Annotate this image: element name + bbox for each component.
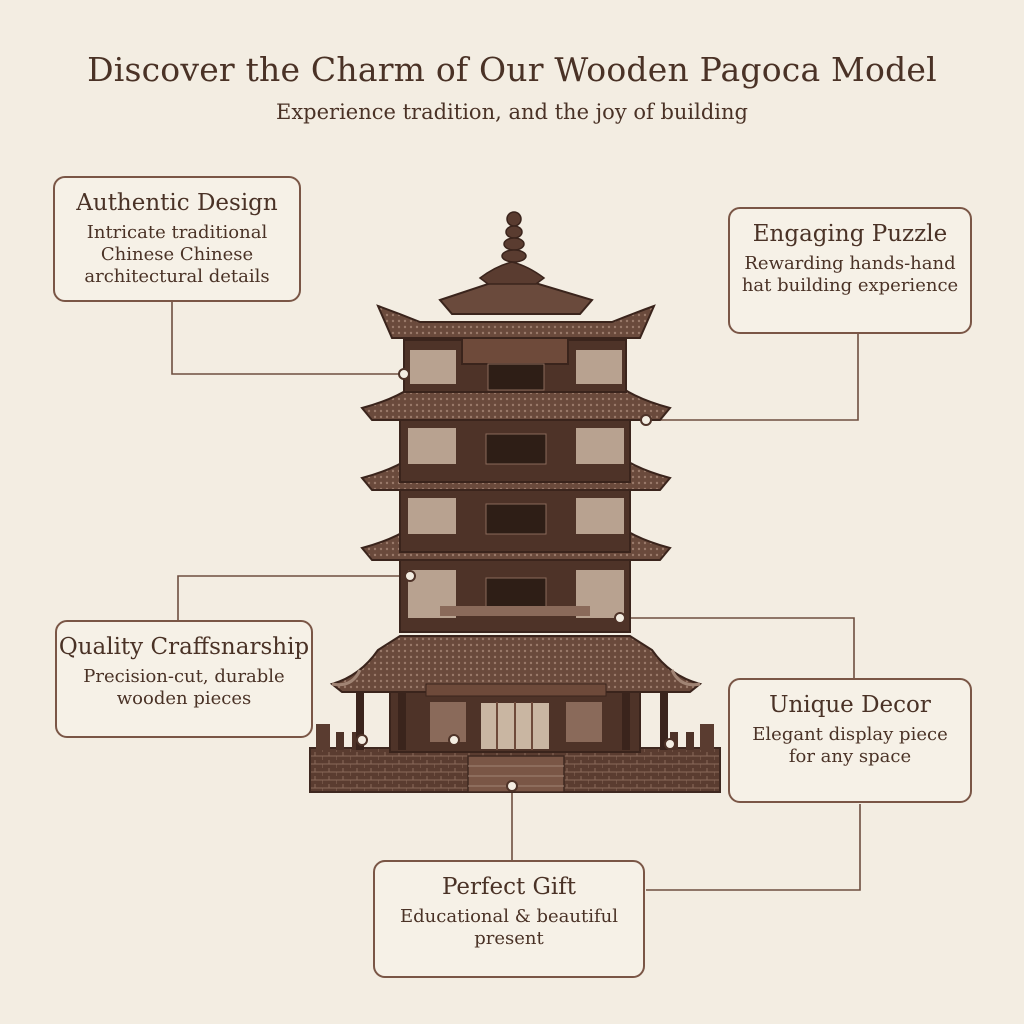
callout-dots [356, 368, 676, 792]
feature-card-engaging-puzzle: Engaging Puzzle Rewarding hands-hand hat… [728, 207, 972, 334]
feature-title: Unique Decor [769, 692, 931, 718]
page-subtitle: Experience tradition, and the joy of bui… [276, 100, 748, 124]
feature-text: Intricate traditional Chinese Chinese ar… [84, 222, 270, 287]
feature-card-unique-decor: Unique Decor Elegant display piece for a… [728, 678, 972, 803]
pagoda-tiers [360, 261, 672, 633]
pagoda-lower-roof [329, 635, 703, 697]
feature-text: Rewarding hands-hand hat building experi… [741, 253, 959, 296]
feature-text: Elegant display piece for any space [752, 724, 948, 767]
page-title: Discover the Charm of Our Wooden Pagoca … [87, 50, 937, 89]
feature-text: Precision-cut, durable wooden pieces [83, 666, 285, 709]
feature-title: Perfect Gift [441, 874, 577, 900]
feature-title: Quality Craffsnarship [58, 634, 310, 660]
feature-card-quality-craftsmanship: Quality Craffsnarship Precision-cut, dur… [55, 620, 313, 738]
pagoda-finial [501, 211, 527, 263]
feature-text: Educational & beautiful present [400, 906, 618, 949]
connector-lines [171, 302, 861, 891]
feature-title: Engaging Puzzle [752, 221, 948, 247]
feature-card-authentic-design: Authentic Design Intricate traditional C… [53, 176, 301, 302]
feature-card-perfect-gift: Perfect Gift Educational & beautiful pre… [373, 860, 645, 978]
feature-title: Authentic Design [76, 190, 278, 216]
